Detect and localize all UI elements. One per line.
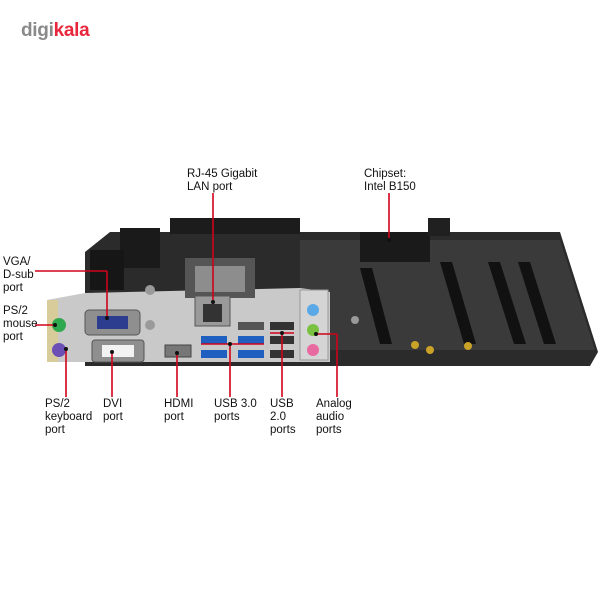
leader-dot	[280, 331, 284, 335]
ps2-mouse-port	[52, 318, 66, 332]
label-hdmi: HDMI port	[164, 398, 194, 423]
logo-part-kala: kala	[53, 20, 90, 41]
label-chipset: Chipset: Intel B150	[364, 168, 416, 193]
leader-dot	[110, 350, 114, 354]
leader-dot	[228, 342, 232, 346]
label-usb2: USB 2.0 ports	[270, 398, 296, 436]
audio-jack-blue	[307, 304, 319, 316]
ps2-keyboard-port	[52, 343, 66, 357]
leader-dot	[314, 332, 318, 336]
label-audio: Analog audio ports	[316, 398, 352, 436]
label-ps2-mouse: PS/2 mouse port	[3, 305, 38, 343]
leader-dot	[175, 351, 179, 355]
label-rj45: RJ-45 Gigabit LAN port	[187, 168, 258, 193]
label-usb3: USB 3.0 ports	[214, 398, 257, 423]
leader-dot	[64, 347, 68, 351]
usb3-port	[238, 336, 264, 344]
label-ps2-keyboard: PS/2 keyboard port	[45, 398, 93, 436]
usb3-port	[201, 336, 227, 344]
digikala-logo: digikala	[21, 20, 90, 42]
hdmi-port	[164, 344, 192, 358]
usb3-port	[201, 350, 227, 358]
label-dvi: DVI port	[103, 398, 123, 423]
io-ports	[52, 289, 329, 363]
label-vga: VGA/ D-sub port	[3, 256, 34, 294]
leader-dot	[211, 300, 215, 304]
leader-dot	[387, 238, 391, 242]
leader-dot	[53, 323, 57, 327]
logo-part-digi: digi	[21, 20, 54, 41]
audio-jack-pink	[307, 344, 319, 356]
leader-dot	[105, 316, 109, 320]
leader-dots	[53, 238, 391, 355]
usb2-port	[270, 322, 294, 330]
usb3-port	[238, 350, 264, 358]
